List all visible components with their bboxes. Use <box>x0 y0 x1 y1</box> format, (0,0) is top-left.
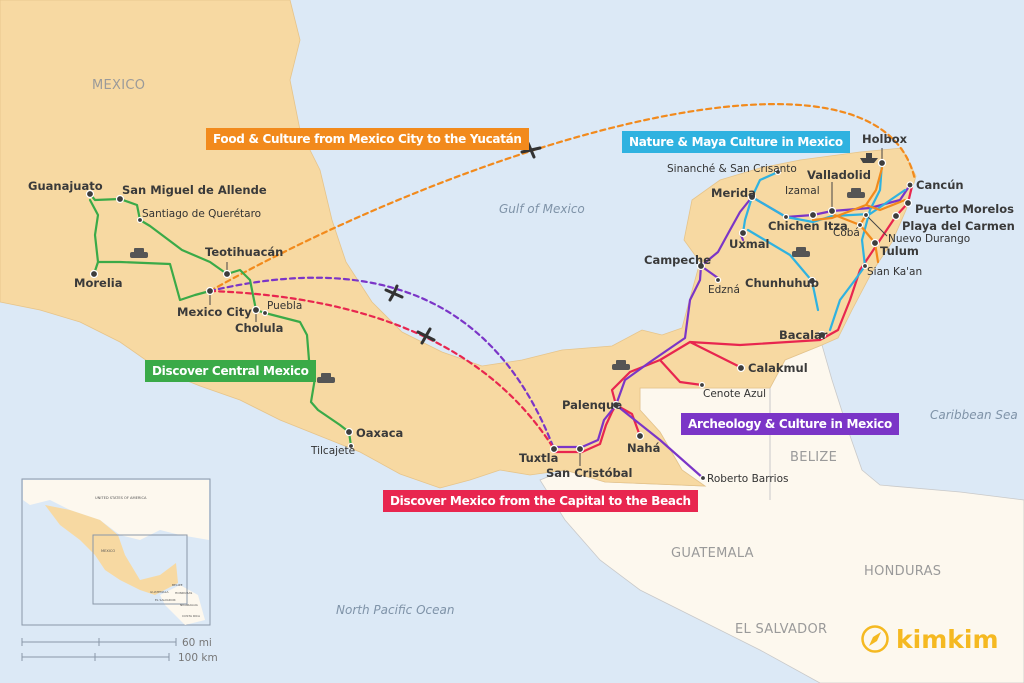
car-icon <box>317 373 335 383</box>
route-tag-capital-beach[interactable]: Discover Mexico from the Capital to the … <box>383 490 698 512</box>
scale-miles: 60 mi <box>182 637 212 649</box>
route-tag-food-culture[interactable]: Food & Culture from Mexico City to the Y… <box>206 128 529 150</box>
label-campeche: Campeche <box>644 253 711 267</box>
label-uxmal: Uxmal <box>729 237 769 251</box>
car-icon <box>130 248 148 258</box>
route-red <box>552 184 914 454</box>
label-sian-kaan: Sian Ka'an <box>867 266 922 278</box>
label-puerto-morelos: Puerto Morelos <box>915 202 1014 216</box>
car-icon <box>792 247 810 257</box>
label-coba: Cobá <box>833 227 860 239</box>
label-bacalar: Bacalar <box>779 328 828 342</box>
route-tag-archeology[interactable]: Archeology & Culture in Mexico <box>681 413 899 435</box>
label-roberto-barrios: Roberto Barrios <box>707 473 788 485</box>
town-dots <box>85 158 914 482</box>
label-el-salvador: EL SALVADOR <box>735 622 827 637</box>
plane-icon <box>384 284 404 302</box>
route-tag-nature-maya[interactable]: Nature & Maya Culture in Mexico <box>622 131 850 153</box>
label-palenque: Palenque <box>562 398 622 412</box>
label-naha: Nahá <box>627 441 660 455</box>
label-honduras: HONDURAS <box>864 564 941 579</box>
label-teotihuacan: Teotihuacán <box>205 245 283 259</box>
scale-bar <box>21 638 177 661</box>
label-holbox: Holbox <box>862 132 908 146</box>
leader-lines <box>209 148 888 466</box>
plane-icon <box>416 327 436 345</box>
label-queretaro: Santiago de Querétaro <box>142 208 261 220</box>
label-caribbean: Caribbean Sea <box>930 408 1018 422</box>
label-calakmul: Calakmul <box>748 361 808 375</box>
scale-km: 100 km <box>178 652 218 664</box>
label-mexico: MEXICO <box>92 78 145 93</box>
label-tilcajete: Tilcajete <box>310 445 355 457</box>
label-cenote-azul: Cenote Azul <box>703 388 766 400</box>
inset-map: UNITED STATES OF AMERICA MEXICO BELIZE G… <box>21 478 211 626</box>
route-tag-central-mexico[interactable]: Discover Central Mexico <box>145 360 316 382</box>
inset-label-nicaragua: NICARAGUA <box>180 603 199 607</box>
label-playa-del-carmen: Playa del Carmen <box>902 219 1015 233</box>
inset-label-guatemala: GUATEMALA <box>150 590 169 594</box>
label-merida: Merida <box>711 186 756 200</box>
label-san-cristobal: San Cristóbal <box>546 466 632 480</box>
route-orange <box>811 166 907 264</box>
label-sinanche: Sinanché & San Crisanto <box>667 163 797 175</box>
flight-purple <box>208 276 556 451</box>
car-icon <box>612 360 630 370</box>
inset-label-usa: UNITED STATES OF AMERICA <box>95 496 147 500</box>
label-guanajuato: Guanajuato <box>28 179 103 193</box>
label-san-miguel: San Miguel de Allende <box>122 183 267 197</box>
inset-label-honduras: HONDURAS <box>175 591 192 595</box>
ferry-icon <box>860 153 878 163</box>
label-cancun: Cancún <box>916 178 964 192</box>
label-mexico-city: Mexico City <box>177 305 252 319</box>
inset-label-el-salvador: EL SALVADOR <box>155 598 176 602</box>
label-morelia: Morelia <box>74 276 122 290</box>
label-pacific: North Pacific Ocean <box>336 603 454 617</box>
label-belize: BELIZE <box>790 450 837 465</box>
label-valladolid: Valladolid <box>807 168 871 182</box>
inset-label-costa-rica: COSTA RICA <box>182 614 201 618</box>
inset-label-mexico: MEXICO <box>101 549 115 553</box>
flight-orange <box>208 103 917 293</box>
logo-text: kimkim <box>896 624 999 654</box>
kimkim-logo: kimkim <box>860 624 999 654</box>
label-edzna: Edzná <box>708 284 740 296</box>
inset-label-belize: BELIZE <box>172 583 183 587</box>
label-tuxtla: Tuxtla <box>519 451 558 465</box>
label-oaxaca: Oaxaca <box>356 426 403 440</box>
label-cholula: Cholula <box>235 321 283 335</box>
label-chunhuhub: Chunhuhub <box>745 276 819 290</box>
label-gulf: Gulf of Mexico <box>499 202 585 216</box>
label-guatemala: GUATEMALA <box>671 546 754 561</box>
label-tulum: Tulum <box>880 244 919 258</box>
car-icon <box>847 188 865 198</box>
label-nuevo-durango: Nuevo Durango <box>888 233 970 245</box>
label-chichen-itza: Chichen Itza <box>768 219 848 233</box>
label-puebla: Puebla <box>267 300 302 312</box>
label-izamal: Izamal <box>785 185 820 197</box>
route-green <box>88 192 353 448</box>
compass-icon <box>861 625 889 653</box>
